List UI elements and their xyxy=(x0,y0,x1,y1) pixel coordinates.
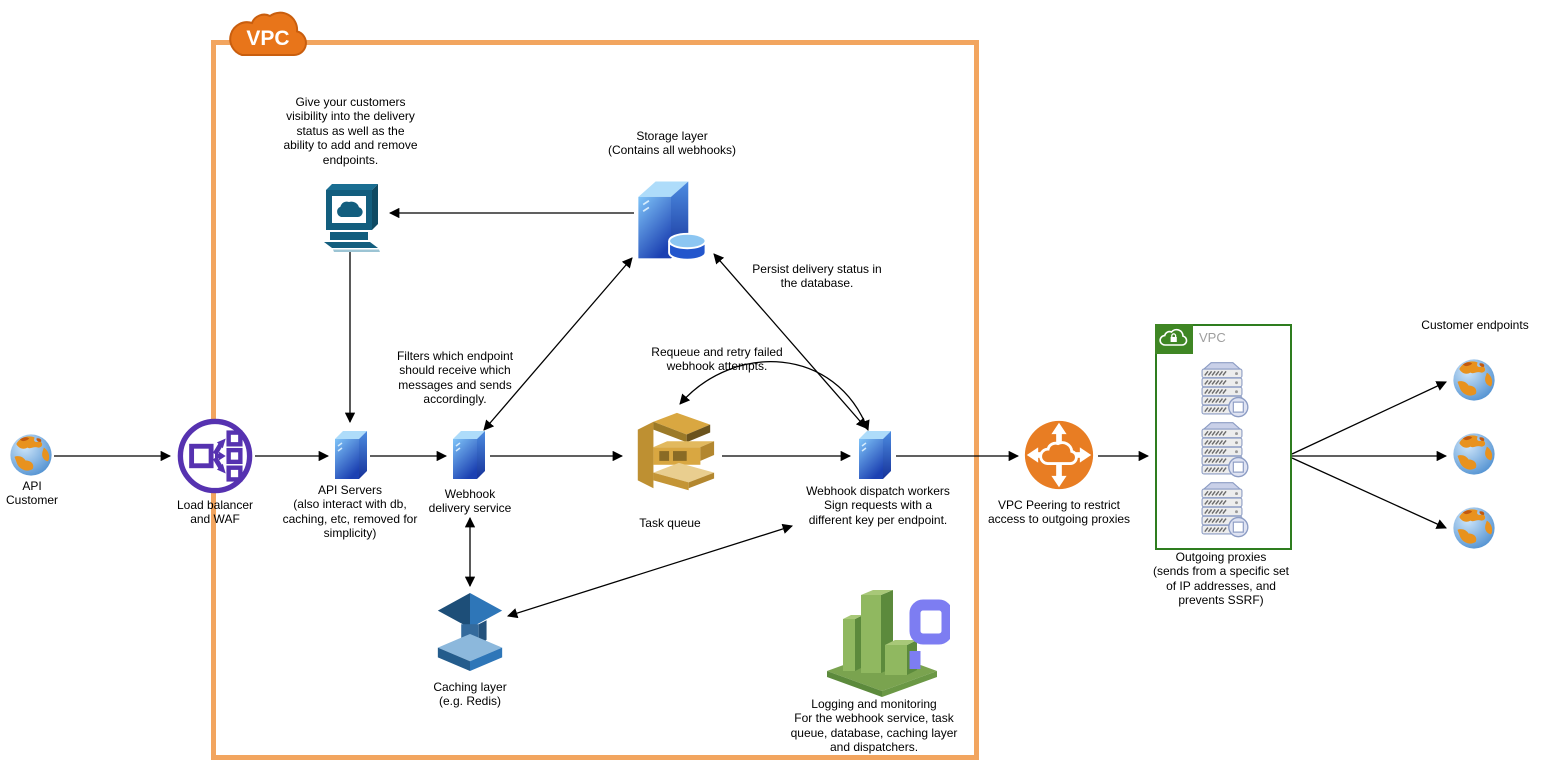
vpc-cloud-icon: VPC xyxy=(226,3,310,61)
vpc-boundary xyxy=(211,40,979,760)
endpoint-globe-icon xyxy=(1452,506,1496,550)
load-balancer-icon xyxy=(176,417,254,495)
dispatch-workers-icon xyxy=(857,427,893,481)
vpc-cloud-label: VPC xyxy=(246,27,289,50)
endpoint-globe-icon xyxy=(1452,358,1496,402)
endpoint-globe-icon xyxy=(1452,432,1496,476)
storage-layer-label: Storage layer (Contains all webhooks) xyxy=(607,129,737,158)
filters-annotation: Filters which endpoint should receive wh… xyxy=(396,349,514,407)
task-queue-label: Task queue xyxy=(639,516,701,530)
cloud-lock-icon xyxy=(1155,324,1193,354)
arrow-proxies-to-endpoint-1 xyxy=(1291,381,1447,455)
api-customer-label: API Customer xyxy=(5,479,58,508)
green-vpc-label: VPC xyxy=(1199,330,1226,345)
load-balancer-label: Load balancer and WAF xyxy=(176,498,254,527)
persist-annotation: Persist delivery status in the database. xyxy=(752,262,882,291)
customer-console-icon xyxy=(320,180,384,252)
dispatch-workers-label: Webhook dispatch workers Sign requests w… xyxy=(806,484,950,527)
logging-monitoring-label: Logging and monitoring For the webhook s… xyxy=(790,697,958,755)
logging-monitoring-icon xyxy=(815,585,950,697)
task-queue-icon xyxy=(628,410,718,500)
api-servers-icon xyxy=(333,427,369,481)
customer-visibility-annotation: Give your customers visibility into the … xyxy=(283,95,418,167)
webhook-delivery-icon xyxy=(451,427,487,481)
server-rack-icon xyxy=(1193,480,1251,538)
customer-endpoints-label: Customer endpoints xyxy=(1421,318,1529,332)
arrow-proxies-to-endpoint-3 xyxy=(1291,457,1447,529)
vpc-peering-label: VPC Peering to restrict access to outgoi… xyxy=(987,498,1131,527)
caching-layer-icon xyxy=(432,590,508,674)
vpc-peering-icon xyxy=(1023,419,1095,491)
requeue-annotation: Requeue and retry failed webhook attempt… xyxy=(651,345,783,374)
outgoing-proxies-label: Outgoing proxies (sends from a specific … xyxy=(1152,550,1290,608)
caching-layer-label: Caching layer (e.g. Redis) xyxy=(433,680,507,709)
webhook-delivery-label: Webhook delivery service xyxy=(428,487,512,516)
server-rack-icon xyxy=(1193,420,1251,478)
server-rack-icon xyxy=(1193,360,1251,418)
storage-layer-icon xyxy=(630,170,712,266)
api-servers-label: API Servers (also interact with db, cach… xyxy=(282,483,418,541)
globe-icon xyxy=(9,433,53,477)
